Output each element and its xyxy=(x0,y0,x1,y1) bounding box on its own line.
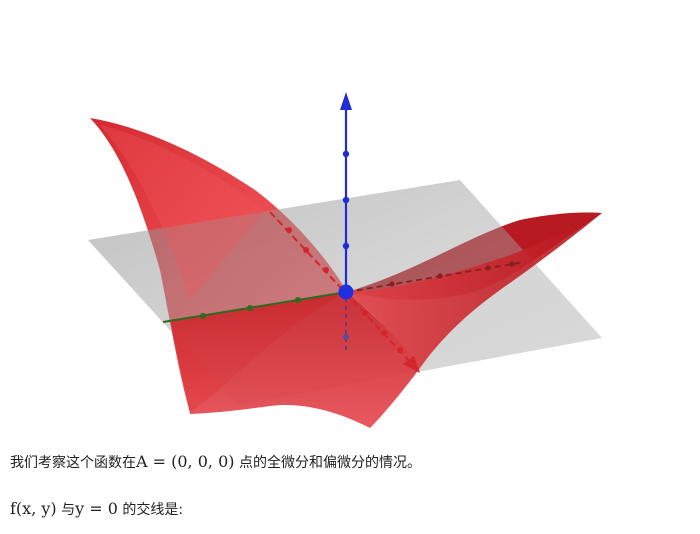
z-tick-1 xyxy=(342,150,350,158)
intersection-text-mid: 与 xyxy=(56,502,76,518)
y-tick-3 xyxy=(323,267,329,273)
z-tick-negative xyxy=(343,334,349,340)
x-axis xyxy=(162,291,348,323)
x-tick-2 xyxy=(247,305,253,311)
y-tick-6 xyxy=(397,347,403,353)
intro-text-before: 我们考察这个函数在 xyxy=(10,455,136,471)
paragraph-intersection: f(x, y) 与y = 0 的交线是: xyxy=(10,499,183,520)
y-tick-back-2 xyxy=(437,273,443,279)
y-tick-back-3 xyxy=(485,265,491,271)
y-axis-arrowhead xyxy=(403,356,420,373)
surface-right-wing xyxy=(347,213,602,368)
x-tick-1 xyxy=(200,313,206,319)
intersection-math-plane: y = 0 xyxy=(75,499,118,518)
z-tick-3 xyxy=(342,242,350,250)
intersection-math-function: f(x, y) xyxy=(10,499,57,518)
origin-point xyxy=(338,284,354,300)
surface-front-sheet xyxy=(170,292,420,428)
y-tick-4 xyxy=(362,310,368,316)
surface-highlight xyxy=(100,125,265,300)
3d-surface-figure xyxy=(88,92,602,428)
z-axis-arrowhead xyxy=(340,92,352,110)
y-tick-back-4 xyxy=(509,261,515,267)
intro-text-after: 点的全微分和偏微分的情况。 xyxy=(234,455,421,471)
y-tick-back-1 xyxy=(389,281,395,287)
z-tick-2 xyxy=(342,196,350,204)
x-tick-3 xyxy=(295,297,301,303)
paragraph-intro: 我们考察这个函数在A = (0, 0, 0) 点的全微分和偏微分的情况。 xyxy=(10,452,421,473)
y-axis-back xyxy=(346,261,526,293)
y-tick-2 xyxy=(303,247,309,253)
intersection-text-after: 的交线是: xyxy=(117,502,184,518)
y-tick-5 xyxy=(381,330,387,336)
y-tick-1 xyxy=(286,227,292,233)
intro-math-point: A = (0, 0, 0) xyxy=(136,452,235,471)
